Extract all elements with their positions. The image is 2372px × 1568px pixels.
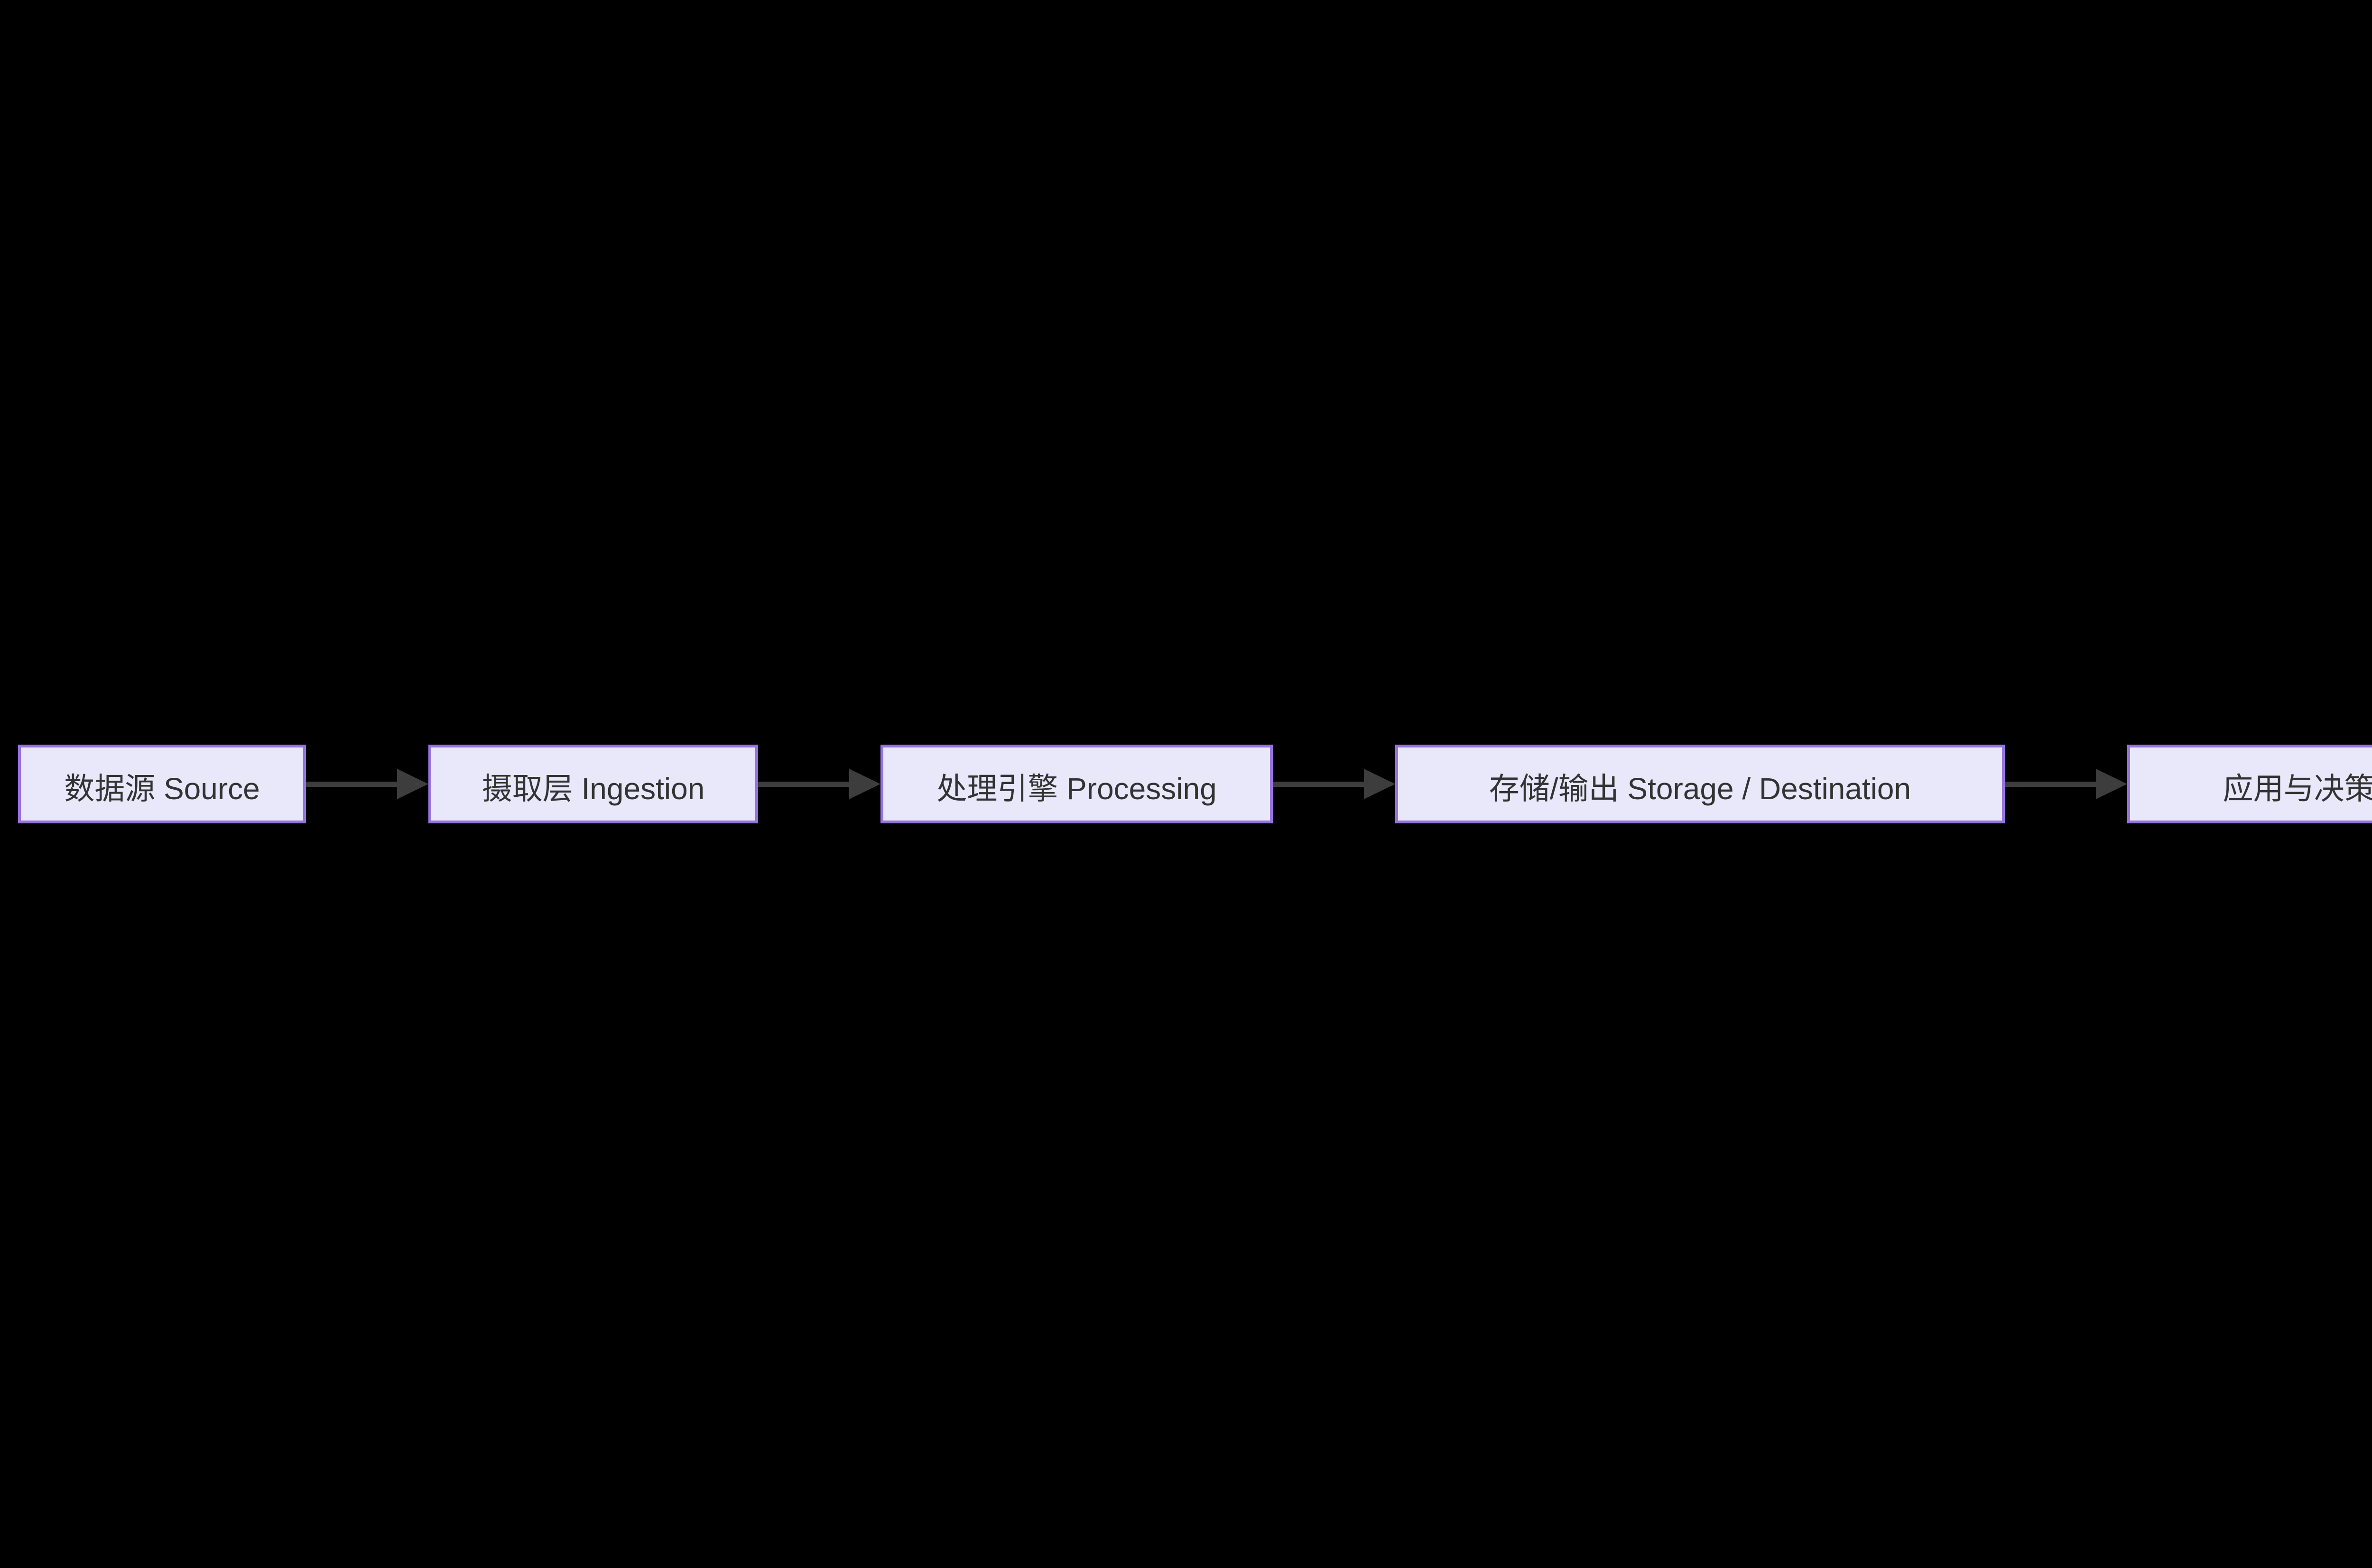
arrow-right-icon-2 <box>758 745 880 823</box>
node-source[interactable]: 数据源 Source <box>18 745 306 823</box>
node-storage-label: 存储/输出 Storage / Destination <box>1489 772 1911 806</box>
node-processing[interactable]: 处理引擎 Processing <box>880 745 1273 823</box>
arrow-head <box>2096 769 2127 799</box>
node-processing-label: 处理引擎 Processing <box>936 772 1217 806</box>
arrow-right-icon-4 <box>2005 745 2127 823</box>
arrow-right-icon-1 <box>306 745 428 823</box>
arrow-shaft <box>1273 782 1366 787</box>
arrow-head <box>1364 769 1395 799</box>
node-ingestion-label: 摄取层 Ingestion <box>482 772 705 806</box>
arrow-shaft <box>758 782 851 787</box>
node-storage[interactable]: 存储/输出 Storage / Destination <box>1395 745 2005 823</box>
node-application-label: 应用与决策 Application / Decision <box>2223 772 2372 806</box>
flow-row: 数据源 Source 摄取层 Ingestion 处理引擎 Processing… <box>0 745 2372 823</box>
node-ingestion[interactable]: 摄取层 Ingestion <box>428 745 758 823</box>
arrow-head <box>397 769 428 799</box>
arrow-shaft <box>306 782 399 787</box>
arrow-head <box>849 769 880 799</box>
node-application[interactable]: 应用与决策 Application / Decision <box>2127 745 2372 823</box>
arrow-right-icon-3 <box>1273 745 1395 823</box>
arrow-shaft <box>2005 782 2098 787</box>
leading-spacer <box>0 745 18 823</box>
node-source-label: 数据源 Source <box>64 772 260 806</box>
